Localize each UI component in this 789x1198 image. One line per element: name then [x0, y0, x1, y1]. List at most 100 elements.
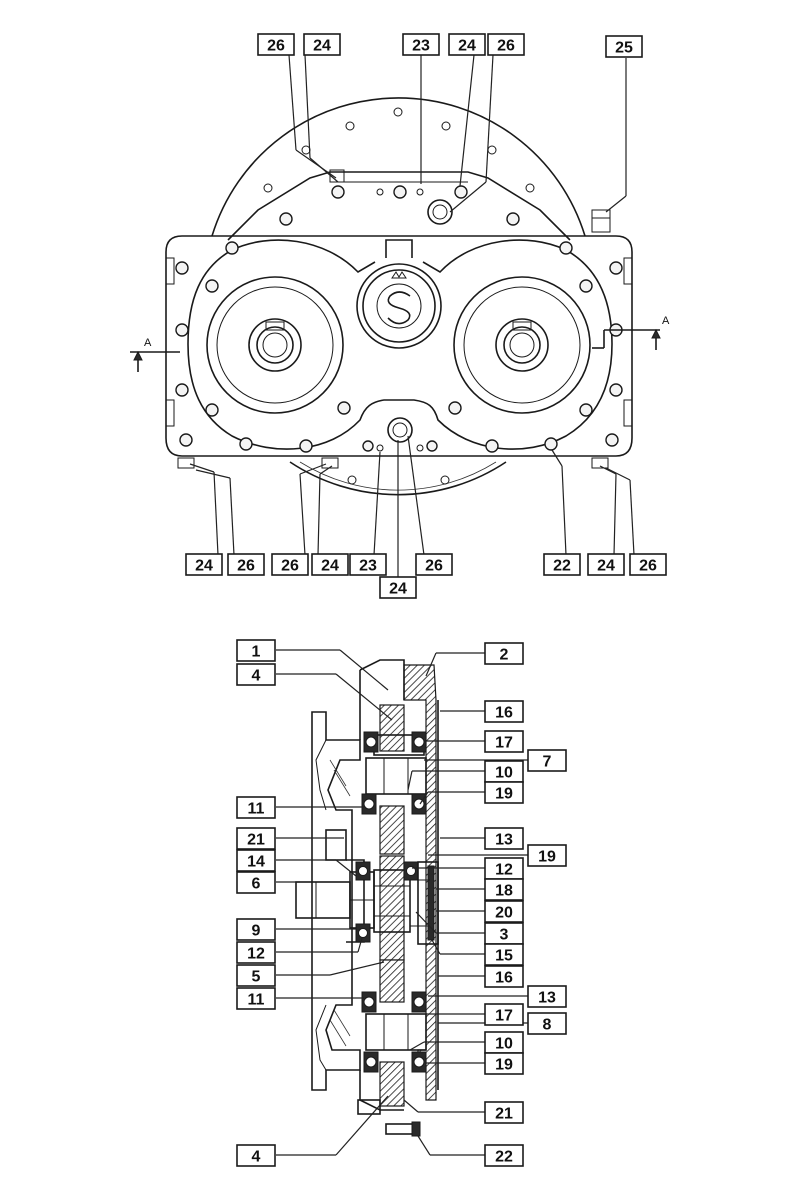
top-callout-24: 24 [587, 553, 625, 576]
callout-number: 21 [495, 1106, 513, 1123]
callout-number: 13 [495, 832, 513, 849]
lower-gear [379, 959, 405, 1003]
top-callout-24: 24 [303, 33, 341, 56]
end-cover [417, 861, 439, 945]
callout-number: 26 [267, 38, 285, 55]
section-callout-4: 4 [236, 663, 276, 686]
section-callout-10: 10 [484, 760, 524, 783]
output-hub [379, 855, 405, 961]
housing-outline [165, 235, 633, 457]
section-callout-9: 9 [236, 918, 276, 941]
upper-bearing-pair-lower [361, 793, 427, 815]
top-view-leaders [189, 54, 635, 580]
fill-plug [427, 199, 453, 225]
section-callout-8: 8 [527, 1012, 567, 1035]
callout-number: 18 [495, 883, 513, 900]
section-callout-14: 14 [236, 849, 276, 872]
section-callout-6: 6 [236, 871, 276, 894]
right-shaft-housing [453, 276, 591, 414]
callout-number: 12 [495, 862, 513, 879]
middle-gear [379, 805, 405, 855]
section-callout-4: 4 [236, 1144, 276, 1167]
lower-bearing-pair-bottom [363, 1051, 427, 1073]
section-callout-21: 21 [236, 827, 276, 850]
cover-plate [187, 239, 613, 450]
callout-number: 8 [543, 1017, 552, 1034]
callout-number: 20 [495, 905, 513, 922]
lower-bearing-pair [361, 991, 427, 1013]
callout-number: 12 [247, 946, 265, 963]
top-callout-26: 26 [227, 553, 265, 576]
callout-number: 4 [252, 1149, 261, 1166]
top-view: A A [130, 54, 670, 580]
callout-number: 26 [237, 558, 255, 575]
breather [591, 209, 611, 233]
housing-left-wall [311, 711, 361, 1091]
top-callout-24: 24 [379, 576, 417, 599]
callout-number: 25 [615, 40, 633, 57]
top-callout-26: 26 [415, 553, 453, 576]
callout-number: 14 [247, 854, 265, 871]
callout-number: 7 [543, 754, 552, 771]
logo-ring [356, 263, 442, 349]
section-marker-left: A [130, 337, 180, 372]
callout-number: 10 [495, 1036, 513, 1053]
callout-number: 26 [425, 558, 443, 575]
callout-number: 17 [495, 1008, 513, 1025]
left-shaft-housing [206, 276, 344, 414]
callout-number: 10 [495, 765, 513, 782]
top-callout-24: 24 [311, 553, 349, 576]
section-callout-15: 15 [484, 943, 524, 966]
section-callout-2: 2 [484, 642, 524, 665]
top-callout-23: 23 [402, 33, 440, 56]
callout-number: 21 [247, 832, 265, 849]
top-callout-26: 26 [487, 33, 525, 56]
top-callout-24: 24 [448, 33, 486, 56]
callout-number: 17 [495, 735, 513, 752]
callout-number: 4 [252, 668, 261, 685]
section-view [276, 649, 530, 1156]
callout-number: 23 [412, 38, 430, 55]
callout-number: 3 [500, 927, 509, 944]
section-callout-19: 19 [527, 844, 567, 867]
callout-number: 26 [497, 38, 515, 55]
section-callout-17: 17 [484, 1003, 524, 1026]
section-callout-12: 12 [484, 857, 524, 880]
section-callout-20: 20 [484, 900, 524, 923]
upper-shaft [365, 757, 427, 795]
top-callout-26: 26 [629, 553, 667, 576]
section-callout-10: 10 [484, 1031, 524, 1054]
bottom-gear [379, 1061, 405, 1107]
callout-number: 22 [495, 1149, 513, 1166]
callout-number: 24 [313, 38, 331, 55]
drain-plug [387, 417, 413, 443]
flange-holes [263, 107, 535, 485]
upper-boss [227, 171, 571, 241]
top-callout-26: 26 [257, 33, 295, 56]
section-callout-3: 3 [484, 922, 524, 945]
section-callout-13: 13 [527, 985, 567, 1008]
section-callout-12: 12 [236, 941, 276, 964]
callout-number: 2 [500, 647, 509, 664]
callout-number: 23 [359, 558, 377, 575]
callout-number: 24 [195, 558, 213, 575]
section-marker-right: A [592, 315, 670, 350]
section-letter: A [662, 315, 670, 327]
callout-number: 24 [389, 581, 407, 598]
callout-number: 26 [639, 558, 657, 575]
callout-number: 19 [495, 786, 513, 803]
callout-number: 6 [252, 876, 261, 893]
callout-number: 1 [252, 644, 261, 661]
callout-number: 16 [495, 970, 513, 987]
section-callout-19: 19 [484, 781, 524, 804]
callout-number: 13 [538, 990, 556, 1007]
section-letter: A [144, 337, 152, 349]
section-callout-1: 1 [236, 639, 276, 662]
top-callout-26: 26 [271, 553, 309, 576]
section-callout-21: 21 [484, 1101, 524, 1124]
callout-number: 11 [248, 801, 265, 818]
top-callout-25: 25 [605, 35, 643, 58]
